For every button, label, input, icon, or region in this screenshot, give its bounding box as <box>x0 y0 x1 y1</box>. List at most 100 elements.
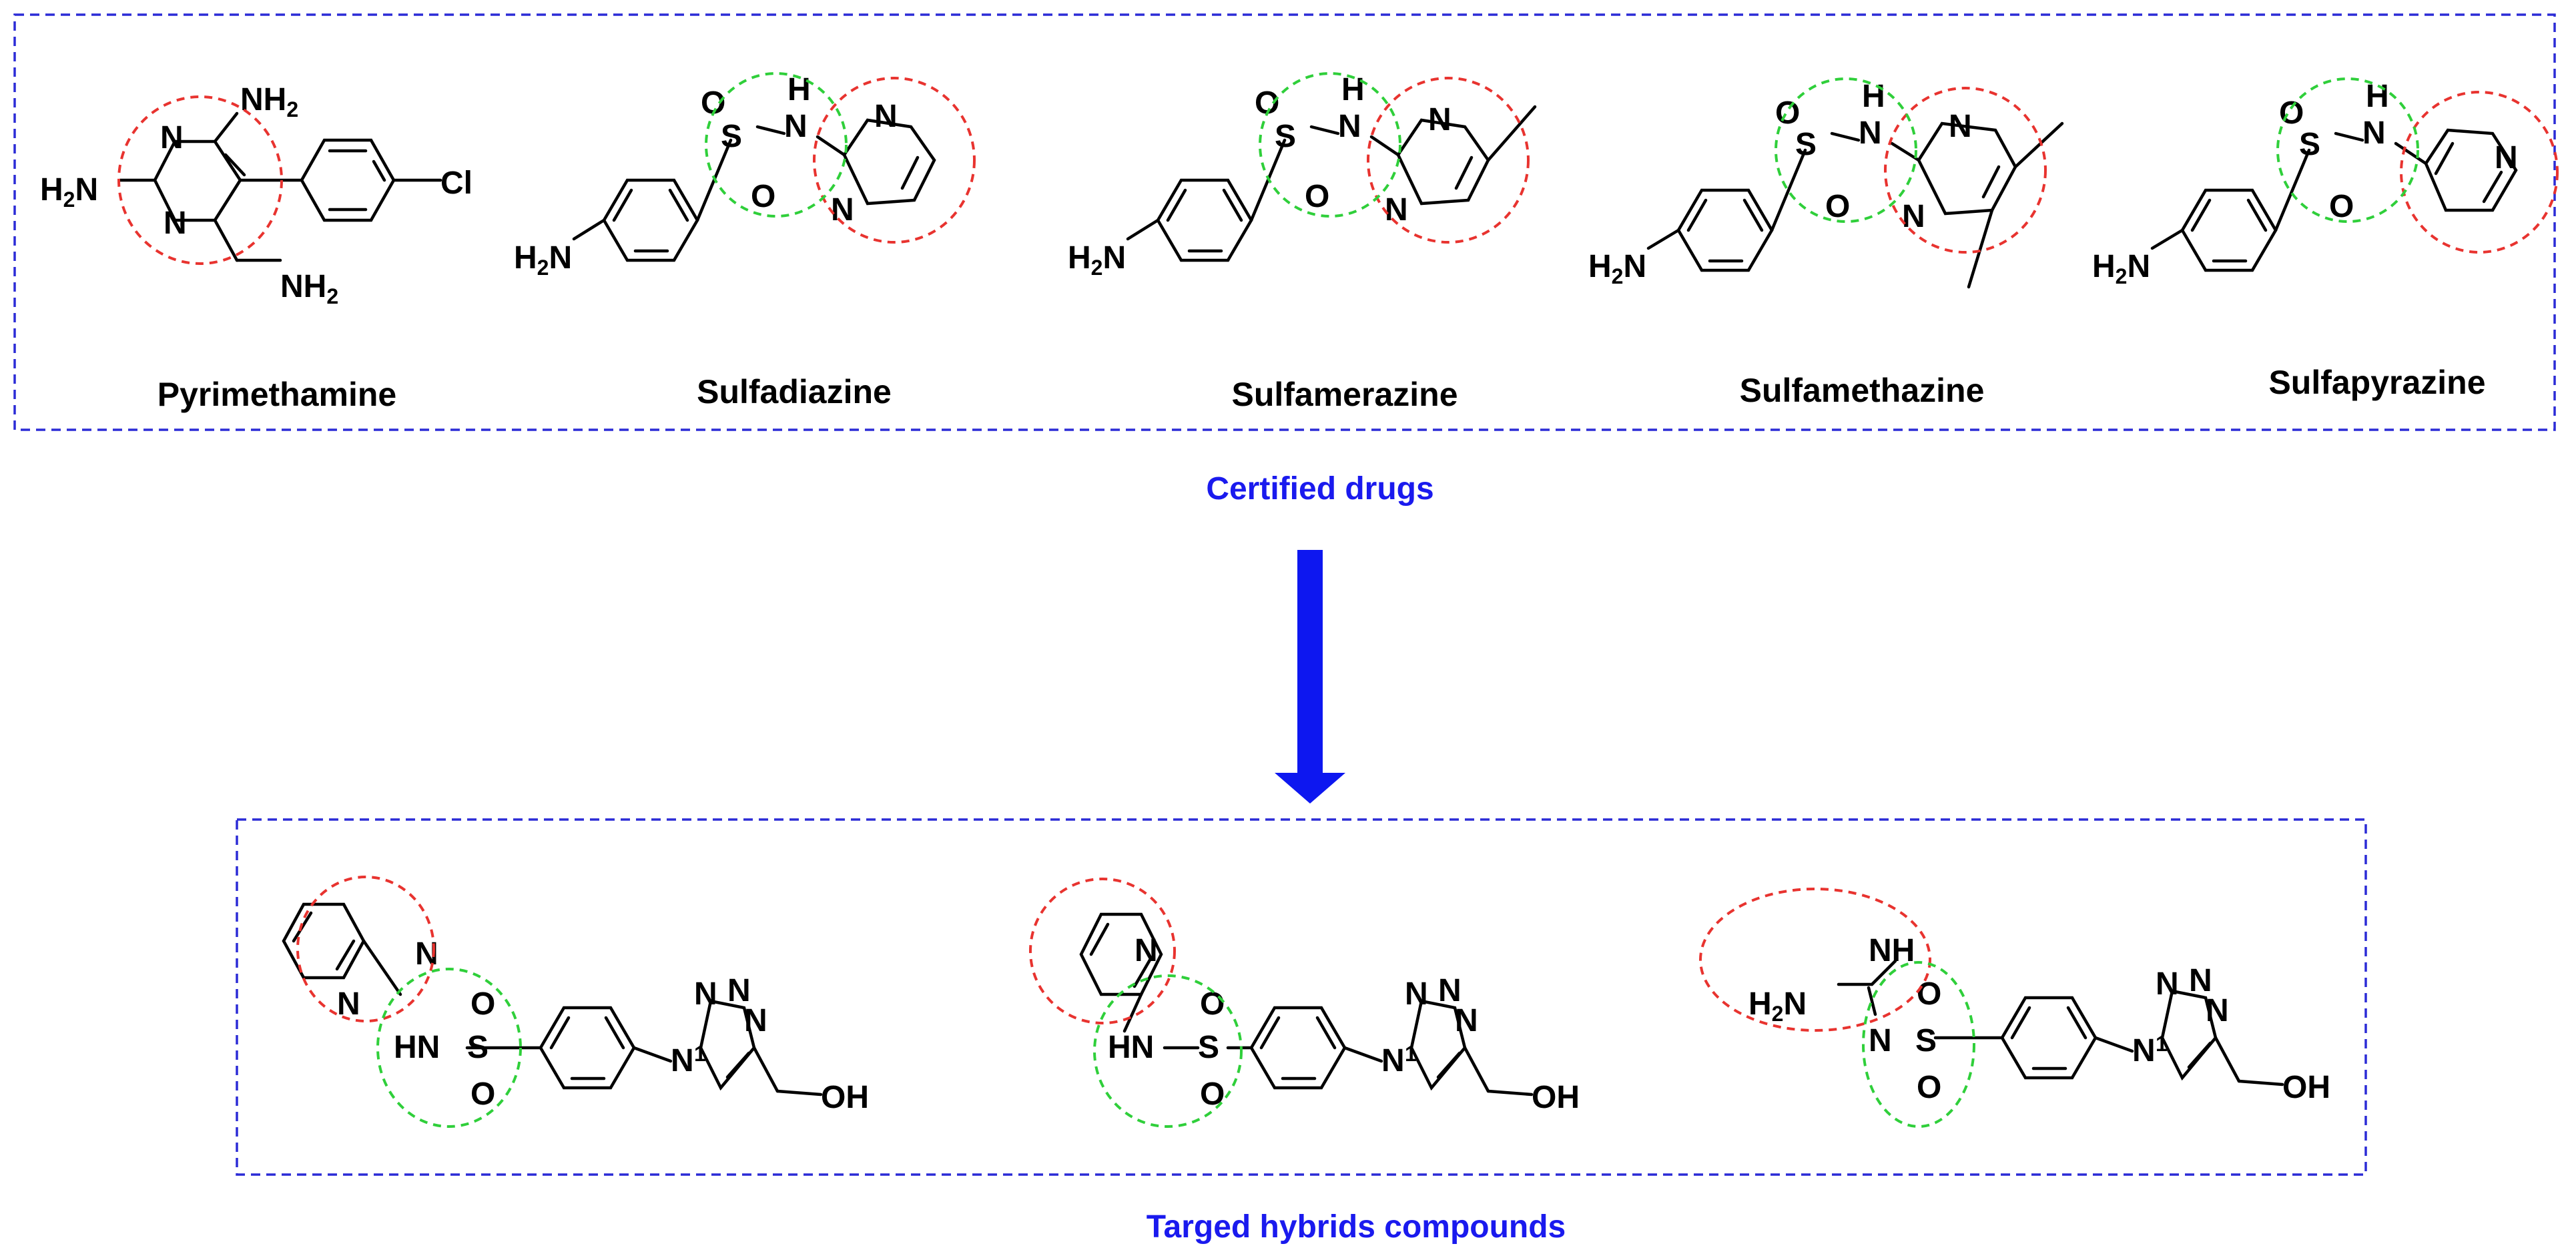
svg-text:H: H <box>1862 79 1885 114</box>
svg-text:S: S <box>467 1030 489 1065</box>
sulfadiazine-structure <box>572 118 936 262</box>
svg-text:H: H <box>2366 79 2389 114</box>
svg-text:N: N <box>2189 963 2212 998</box>
hybrid-1-atoms: N N HN S O O N 1 N N N OH <box>337 936 869 1115</box>
svg-text:1: 1 <box>694 1042 706 1066</box>
hybrid-3-atoms: NH H2N N S O O N 1 N N N OH <box>1748 933 2330 1105</box>
hybrid-2-pyridine-highlight <box>1029 878 1176 1024</box>
drug-name-pyrimethamine: Pyrimethamine <box>157 376 396 413</box>
hybrid-2-structure <box>1079 912 1534 1096</box>
svg-text:N: N <box>1338 109 1361 144</box>
svg-text:OH: OH <box>2282 1070 2330 1105</box>
certified-drugs-caption: Certified drugs <box>1206 471 1433 507</box>
svg-text:OH: OH <box>821 1080 869 1115</box>
svg-text:N: N <box>164 206 187 241</box>
transformation-arrow <box>1275 550 1345 804</box>
sulfamethazine-structure <box>1646 121 2064 289</box>
svg-text:HN: HN <box>1108 1030 1154 1065</box>
svg-text:H2N: H2N <box>1068 240 1126 280</box>
drug-name-sulfamerazine: Sulfamerazine <box>1231 376 1458 413</box>
sulfamerazine-atoms: H2N S O O H N N N <box>1068 72 1452 280</box>
svg-text:O: O <box>1775 95 1800 131</box>
pyrimethamine-pyrimidine-highlight <box>117 95 283 265</box>
sulfamerazine-structure <box>1126 105 1537 262</box>
svg-text:N: N <box>1428 102 1452 137</box>
sulfapyrazine-sulfonyl-highlight <box>2276 77 2419 223</box>
hybrid-1-sulfonyl-highlight <box>376 968 522 1128</box>
svg-text:N: N <box>160 120 184 155</box>
sulfapyrazine-structure <box>2150 128 2518 272</box>
svg-text:O: O <box>1200 1076 1225 1112</box>
svg-text:S: S <box>1795 127 1817 162</box>
svg-text:NH2: NH2 <box>240 82 298 121</box>
svg-text:S: S <box>721 119 742 154</box>
svg-text:O: O <box>1917 1070 1941 1105</box>
svg-text:N: N <box>2362 115 2386 151</box>
svg-text:NH: NH <box>1869 933 1915 968</box>
svg-text:N: N <box>874 99 898 134</box>
hybrid-3-structure <box>1837 959 2284 1086</box>
svg-text:1: 1 <box>1405 1042 1417 1066</box>
svg-text:N: N <box>671 1043 694 1078</box>
svg-text:N: N <box>2495 140 2518 176</box>
svg-text:O: O <box>1917 976 1941 1012</box>
svg-text:H2N: H2N <box>1588 249 1646 288</box>
svg-text:N: N <box>337 986 360 1022</box>
sulfamethazine-atoms: H2N S O O H N N N <box>1588 79 1972 288</box>
hybrid-2-atoms: N HN S O O N 1 N N N OH <box>1108 933 1580 1115</box>
sulfadiazine-atoms: H2N S O O H N N N <box>514 72 898 280</box>
svg-text:O: O <box>470 1076 495 1112</box>
hybrid-3-sulfonyl-highlight <box>1862 961 1975 1128</box>
svg-text:S: S <box>1275 119 1296 154</box>
sulfamerazine-sulfonyl-highlight <box>1259 72 1401 218</box>
hybrid-2-sulfonyl-highlight <box>1093 974 1243 1128</box>
svg-text:S: S <box>1915 1023 1937 1058</box>
svg-text:H2N: H2N <box>2092 249 2150 288</box>
svg-text:N: N <box>744 1003 767 1038</box>
svg-text:N: N <box>1869 1023 1892 1058</box>
drug-name-sulfamethazine: Sulfamethazine <box>1740 372 1985 409</box>
svg-text:O: O <box>2279 95 2304 131</box>
svg-text:N: N <box>1902 199 1925 234</box>
svg-text:N: N <box>2206 993 2229 1028</box>
svg-text:S: S <box>1198 1030 1219 1065</box>
svg-text:N: N <box>727 973 751 1008</box>
svg-text:N: N <box>1859 115 1882 151</box>
hybrid-3-guanidine-highlight <box>1699 888 1931 1032</box>
svg-text:H2N: H2N <box>40 172 98 212</box>
svg-text:N: N <box>1381 1043 1405 1078</box>
svg-text:N: N <box>2156 966 2179 1002</box>
hybrid-1-pyrimidine-highlight <box>296 876 435 1022</box>
svg-text:N: N <box>1135 933 1158 968</box>
svg-text:HN: HN <box>394 1030 440 1065</box>
sulfapyrazine-atoms: H2N S O O H N N <box>2092 79 2518 288</box>
svg-text:1: 1 <box>2156 1032 2168 1056</box>
drug-name-sulfapyrazine: Sulfapyrazine <box>2268 364 2485 401</box>
pyrimethamine-atoms: NH2 H2N N N NH2 Cl <box>40 82 472 308</box>
svg-text:H2N: H2N <box>514 240 572 280</box>
svg-text:O: O <box>470 986 495 1022</box>
svg-text:S: S <box>2299 127 2320 162</box>
hybrids-caption: Targed hybrids compounds <box>1147 1209 1566 1245</box>
svg-text:OH: OH <box>1532 1080 1580 1115</box>
sulfamethazine-pyrimidine-highlight <box>1884 87 2047 254</box>
sulfadiazine-pyrimidine-highlight <box>813 77 976 244</box>
sulfamerazine-pyrimidine-highlight <box>1367 77 1530 244</box>
svg-text:O: O <box>751 179 775 214</box>
svg-text:N: N <box>2132 1033 2156 1068</box>
sulfapyrazine-pyridine-highlight <box>2400 91 2559 254</box>
svg-text:N: N <box>1455 1003 1478 1038</box>
sulfadiazine-sulfonyl-highlight <box>705 72 848 218</box>
hybrid-1-structure <box>282 902 823 1096</box>
svg-text:O: O <box>2329 189 2354 224</box>
svg-text:H2N: H2N <box>1748 986 1807 1026</box>
hybrids-frame <box>236 818 2367 1176</box>
svg-text:Cl: Cl <box>440 166 472 201</box>
svg-text:N: N <box>1438 973 1462 1008</box>
pyrimethamine-structure <box>118 111 442 262</box>
sulfamethazine-sulfonyl-highlight <box>1775 77 1917 223</box>
svg-text:NH2: NH2 <box>280 269 338 308</box>
certified-drugs-frame <box>13 13 2556 431</box>
svg-text:O: O <box>1305 179 1329 214</box>
